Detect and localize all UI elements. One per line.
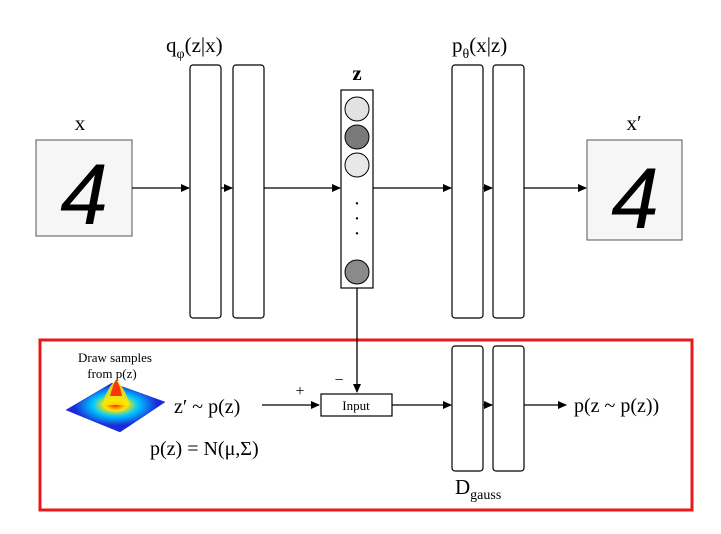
gaussian-surface-icon bbox=[65, 382, 166, 433]
input-image-label: x bbox=[75, 111, 86, 135]
z-prime-label: z′ ~ p(z) bbox=[174, 396, 240, 418]
latent-label: z bbox=[352, 61, 361, 85]
discriminator-output-label: p(z ~ p(z)) bbox=[574, 395, 659, 417]
decoder-layer-1 bbox=[451, 64, 484, 319]
decoder-label-sub: θ bbox=[463, 47, 470, 62]
encoder-layer-2 bbox=[232, 64, 265, 319]
latent-dot: · bbox=[354, 193, 361, 215]
discriminator-layer-2 bbox=[492, 345, 525, 472]
output-digit: 4 bbox=[611, 151, 659, 247]
draw-samples-line1: Draw samples bbox=[78, 350, 152, 365]
decoder-label-main: p bbox=[452, 33, 463, 57]
decoder-layer-2 bbox=[492, 64, 525, 319]
latent-dot: · bbox=[354, 223, 361, 245]
encoder-layer-1 bbox=[189, 64, 222, 319]
encoder-label-sub: φ bbox=[177, 47, 185, 62]
output-image-frame bbox=[586, 139, 683, 241]
latent-node bbox=[344, 96, 370, 122]
latent-node bbox=[344, 152, 370, 178]
encoder-label-tail: (z|x) bbox=[185, 33, 223, 57]
latent-node bbox=[344, 259, 370, 285]
minus-sign: − bbox=[334, 372, 343, 389]
encoder-label-main: q bbox=[166, 33, 177, 57]
draw-samples-line2: from p(z) bbox=[87, 366, 136, 381]
discriminator-layer-1 bbox=[451, 345, 484, 472]
plus-sign: + bbox=[295, 383, 304, 400]
discriminator-label: Dgauss bbox=[455, 475, 501, 503]
prior-formula: p(z) = N(μ,Σ) bbox=[150, 438, 259, 460]
prior-panel-border bbox=[38, 338, 694, 512]
output-image-label: x′ bbox=[626, 111, 641, 135]
input-image-frame bbox=[35, 139, 133, 237]
input-digit: 4 bbox=[60, 147, 108, 243]
discriminator-label-main: D bbox=[455, 475, 470, 499]
decoder-label-tail: (x|z) bbox=[469, 33, 507, 57]
latent-vector bbox=[340, 89, 374, 289]
encoder-label: qφ(z|x) bbox=[166, 33, 223, 62]
latent-dot: · bbox=[354, 208, 361, 230]
latent-node bbox=[344, 124, 370, 150]
discriminator-label-sub: gauss bbox=[470, 488, 501, 503]
gaussian-peak-top-icon bbox=[110, 380, 122, 396]
decoder-label: pθ(x|z) bbox=[452, 33, 507, 62]
discriminator-input-label: Input bbox=[342, 398, 370, 413]
